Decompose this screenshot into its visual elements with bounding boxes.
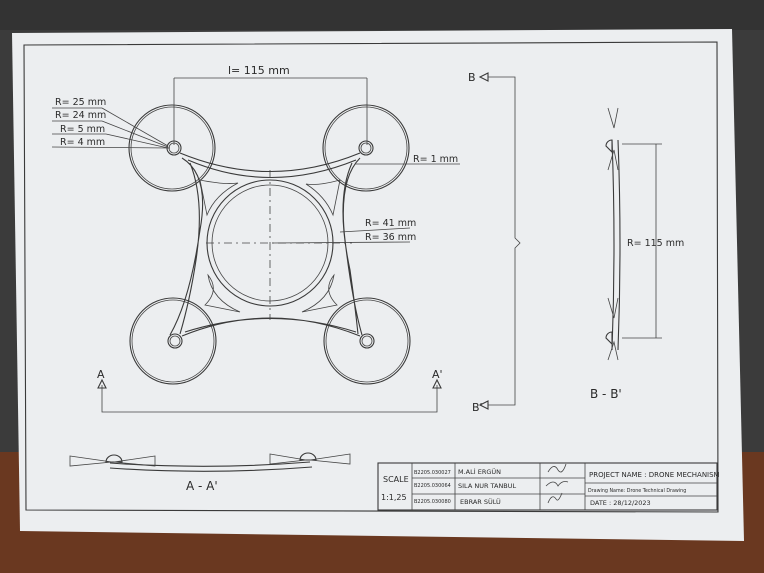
student-id: B2205.030080	[414, 499, 451, 505]
side-dimension-label: R= 115 mm	[627, 238, 684, 249]
section-markers: A A' B B'	[97, 71, 521, 414]
length-dimension: l= 115 mm	[228, 64, 290, 77]
leader-lines	[51, 107, 460, 244]
front-view-caption: A - A'	[186, 479, 218, 493]
fillet-radius-label: R= 1 mm	[413, 154, 458, 165]
scale-label: SCALE	[383, 475, 409, 484]
signature	[545, 463, 569, 504]
section-a-prime-label: A'	[432, 368, 443, 381]
front-view: A - A'	[69, 452, 351, 493]
side-view-caption: B - B'	[590, 387, 622, 401]
section-b-label: B	[468, 71, 476, 84]
radius-label-4: R= 4 mm	[60, 137, 105, 148]
side-view: R= 115 mm B - B'	[590, 107, 684, 401]
radius-label-5: R= 5 mm	[60, 124, 105, 135]
radius-label-24: R= 24 mm	[55, 110, 106, 121]
hub-outer-radius-label: R= 41 mm	[365, 218, 416, 229]
radius-label-25: R= 25 mm	[55, 97, 106, 108]
student-id: B2205.030064	[414, 483, 451, 489]
paper-sheet	[12, 29, 744, 541]
title-block: SCALE 1:1,25 B2205.030027 B2205.030064 B…	[377, 462, 720, 511]
drawing-date: DATE : 28/12/2023	[590, 499, 651, 507]
hub-inner-radius-label: R= 36 mm	[365, 232, 416, 243]
drawing-name: Drawing Name: Drone Technical Drawing	[588, 488, 686, 494]
frame-cutout	[199, 179, 341, 313]
scale-value: 1:1,25	[381, 493, 407, 502]
student-name: M.ALİ ERGÜN	[458, 467, 501, 476]
rotor-ring	[128, 104, 411, 385]
project-name: PROJECT NAME : DRONE MECHANISM	[589, 471, 720, 479]
section-a-label: A	[97, 368, 105, 381]
section-b-prime-label: B'	[472, 401, 483, 414]
student-id: B2205.030027	[414, 470, 451, 476]
dimensions: l= 115 mm R= 25 mm R= 24 mm R= 5 mm R= 4…	[51, 64, 460, 244]
dark-wall	[0, 0, 764, 30]
top-view	[128, 104, 411, 385]
student-name: SILA NUR TANBUL	[458, 482, 517, 490]
student-name: EBRAR SÜLÜ	[460, 497, 501, 506]
drawing-frame	[23, 41, 719, 513]
